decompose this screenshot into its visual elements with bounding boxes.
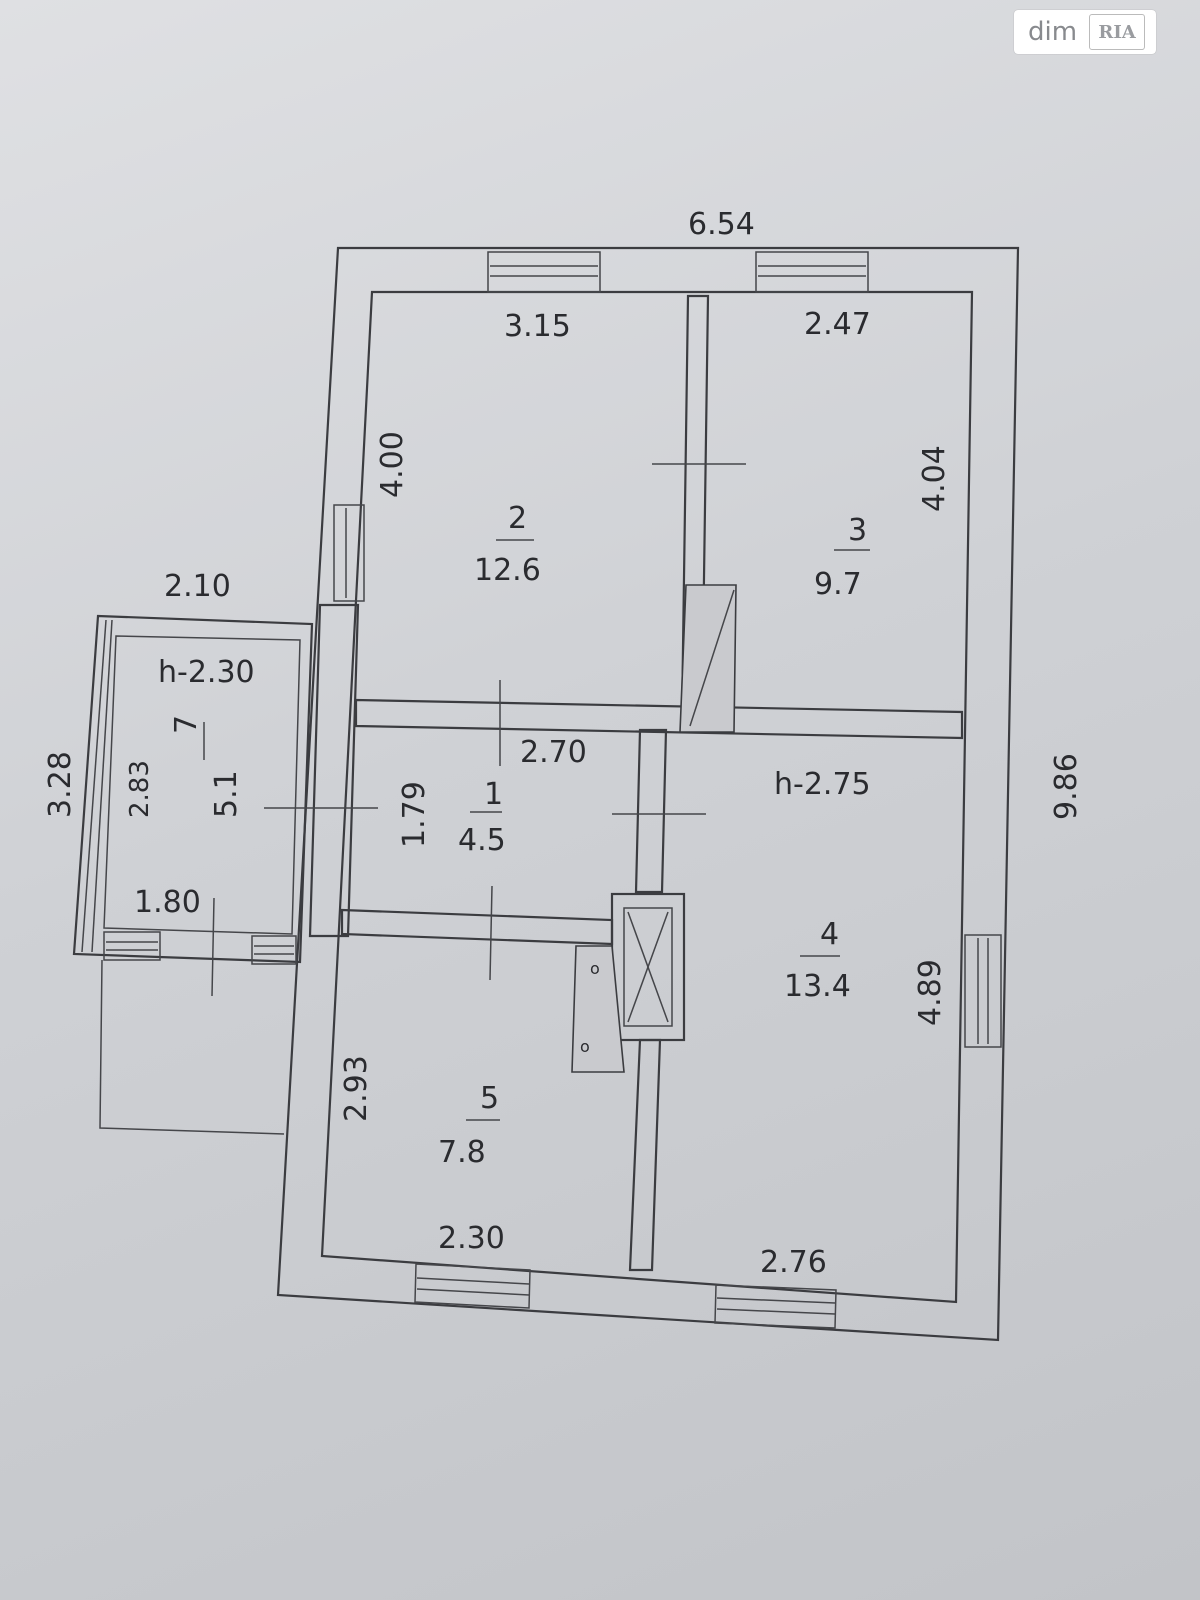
room-3-area: 9.7 <box>814 567 862 602</box>
room-4-area: 13.4 <box>784 969 851 1004</box>
partition-1-4 <box>634 728 668 894</box>
stove-hatched-corner <box>571 945 625 1073</box>
room-2-number: 2 <box>508 501 527 536</box>
window-right <box>964 934 1002 1048</box>
partition-1-5 <box>340 908 614 946</box>
room-3-number: 3 <box>848 513 867 548</box>
porch-ceiling-height: h-2.30 <box>158 655 255 690</box>
stove-mark-top: o <box>590 959 600 978</box>
room-2-width: 3.15 <box>504 309 571 344</box>
room-1-number: 1 <box>484 777 503 812</box>
room-1-height: 1.79 <box>397 781 432 848</box>
partition-5-4 <box>628 1038 662 1272</box>
room-4-height: 4.89 <box>913 959 948 1026</box>
stove <box>610 892 686 1042</box>
porch-width: 2.10 <box>164 569 231 604</box>
porch-outline <box>72 614 314 964</box>
watermark-badge: RIA <box>1089 14 1146 50</box>
window-bottom-right <box>714 1284 837 1329</box>
room-1-area: 4.5 <box>458 823 506 858</box>
room-2-height: 4.00 <box>375 431 410 498</box>
watermark-text: dim <box>1028 17 1078 47</box>
room-4-number: 4 <box>820 917 839 952</box>
main-ceiling-height: h-2.75 <box>774 767 871 802</box>
window-top-right <box>755 251 869 293</box>
overall-width-label: 6.54 <box>688 207 755 242</box>
watermark-logo: dim RIA <box>1014 10 1156 54</box>
porch-door <box>251 935 297 965</box>
window-top-left <box>487 251 601 293</box>
room-7-number: 7 <box>169 715 204 734</box>
room-5-width: 2.30 <box>438 1221 505 1256</box>
room-3-height: 4.04 <box>917 445 952 512</box>
room-5-number: 5 <box>480 1081 499 1116</box>
porch-window <box>103 931 161 961</box>
porch-bottom-width: 1.80 <box>134 885 201 920</box>
room-1-width: 2.70 <box>520 735 587 770</box>
section-marks <box>211 463 746 997</box>
room-3-width: 2.47 <box>804 307 871 342</box>
porch-outer-length: 3.28 <box>43 751 78 818</box>
room-4-width: 2.76 <box>760 1245 827 1280</box>
porch-inner-length: 2.83 <box>125 760 155 818</box>
partition-porch <box>308 603 360 938</box>
room-2-area: 12.6 <box>474 553 541 588</box>
room-5-area: 7.8 <box>438 1135 486 1170</box>
room-5-height: 2.93 <box>339 1055 374 1122</box>
porch-inner-outline <box>103 635 301 935</box>
window-left <box>333 504 365 602</box>
outer-wall-outline <box>276 246 1020 1342</box>
window-bottom-left <box>414 1263 531 1309</box>
door-room-3 <box>679 584 737 733</box>
partition-top-horizontal <box>354 698 964 740</box>
room-7-area: 5.1 <box>209 770 244 818</box>
overall-length-label: 9.86 <box>1049 753 1084 820</box>
porch-steps-outline <box>99 959 285 1135</box>
stove-mark-bottom: o <box>580 1037 590 1056</box>
